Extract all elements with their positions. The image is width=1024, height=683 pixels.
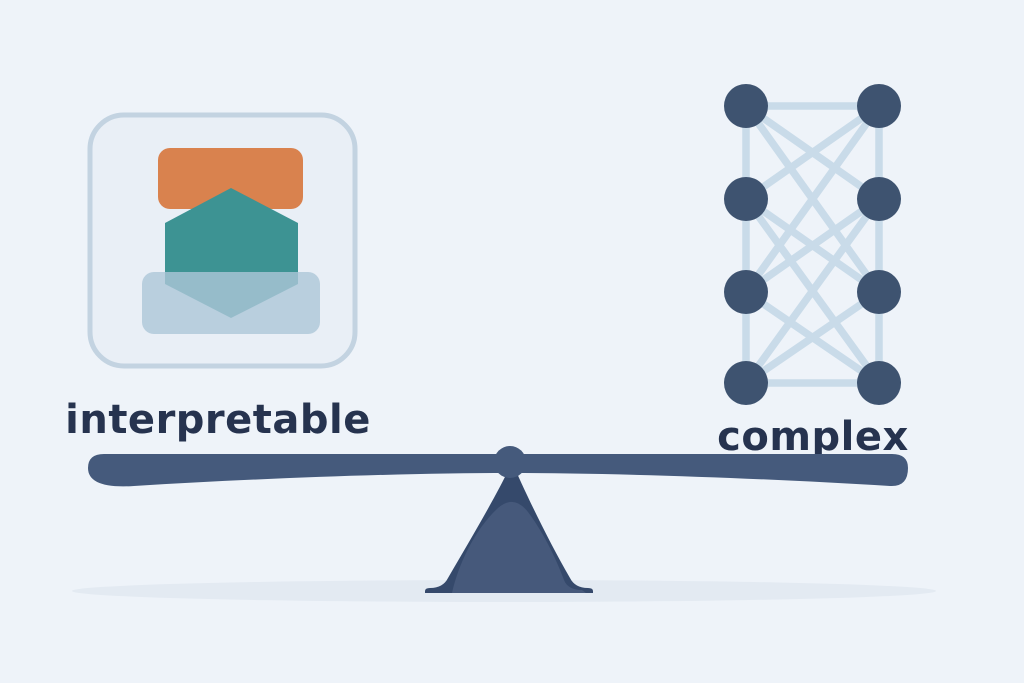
complex-label: complex [717,414,909,460]
network-node [857,84,901,128]
network-node [857,177,901,221]
neural-network-icon [724,84,901,405]
beam-shape [88,454,908,487]
network-edge [742,102,883,296]
network-nodes [724,84,901,405]
interpretable-label: interpretable [65,397,371,443]
network-node [724,177,768,221]
fulcrum-front [452,501,586,593]
network-node [857,270,901,314]
simple-model-icon [87,112,358,369]
network-edge [742,288,883,387]
orange-rectangle-shape [158,148,303,209]
network-edges [742,102,883,387]
network-edge [742,102,883,203]
network-edge [742,195,883,296]
network-node [857,361,901,405]
fulcrum [425,462,593,593]
network-node [724,361,768,405]
network-node [724,84,768,128]
network-node [724,270,768,314]
balance-beam [88,446,908,487]
blue-rectangle-shape [142,272,320,334]
network-edge [742,195,883,387]
